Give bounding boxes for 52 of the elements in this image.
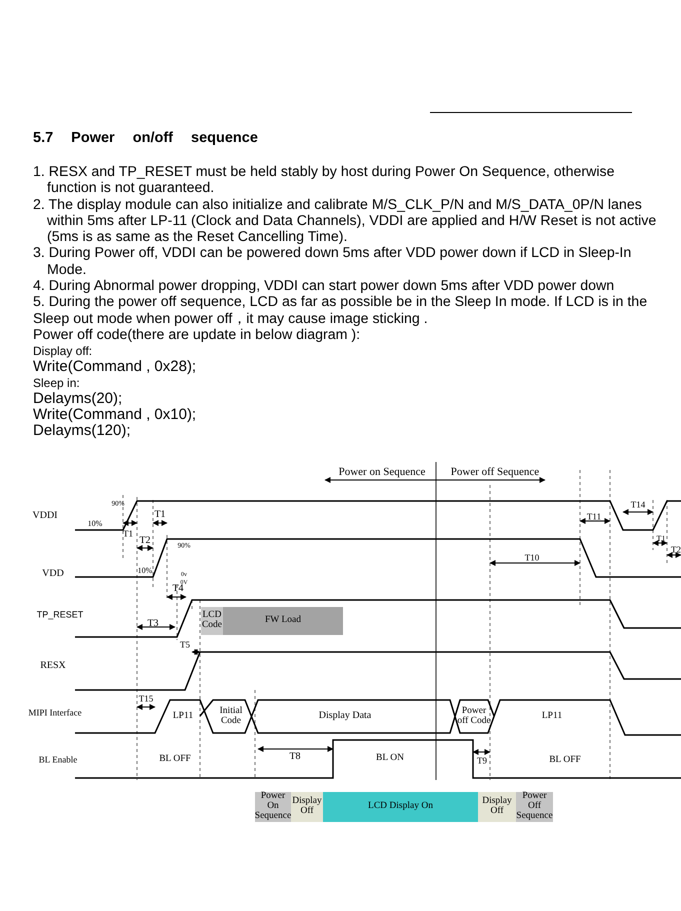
signal-name: MIPI Interface bbox=[28, 708, 82, 718]
state-label: BL ON bbox=[376, 754, 404, 764]
timing-label: T10 bbox=[524, 553, 540, 563]
code-line: Write(Command , 0x10); bbox=[33, 407, 198, 424]
timing-label: T11 bbox=[586, 512, 602, 522]
timing-label: T15 bbox=[138, 694, 154, 704]
level-label: 10% bbox=[88, 520, 102, 528]
signal-name: RESX bbox=[40, 660, 66, 672]
code-line: Delayms(20); bbox=[33, 391, 124, 408]
timing-label: T14 bbox=[630, 500, 646, 510]
timing-label: T5 bbox=[180, 640, 190, 650]
phase-segment: Power Off Sequence bbox=[516, 792, 553, 822]
phase-label: Power off Sequence bbox=[450, 467, 540, 479]
signal-name: BL Enable bbox=[38, 755, 78, 765]
phase-segment: Power On Sequence bbox=[255, 792, 291, 822]
code-line: Delayms(120); bbox=[33, 423, 131, 440]
state-label: BL OFF bbox=[549, 756, 581, 766]
fw-load-block: FW Load bbox=[223, 607, 343, 635]
code-line: Write(Command , 0x28); bbox=[33, 359, 198, 376]
timing-label: T1 bbox=[656, 534, 666, 544]
numbered-note: 4. During Abnormal power dropping, VDDI can start power down 5ms after VDD power down bbox=[33, 278, 616, 294]
note-text: Power off code(there are update in below diagram ): bbox=[33, 326, 362, 344]
state-label: BL OFF bbox=[159, 755, 191, 765]
phase-label: Power on Sequence bbox=[338, 467, 426, 479]
signal-name: VDDI bbox=[32, 510, 58, 522]
timing-label: T9 bbox=[477, 756, 487, 766]
note-text: 5. During the power off sequence, LCD as far as possible be in the Sleep In mode. If LCD is in the Sleep out mode when power off，it may cause image sticking . bbox=[33, 294, 648, 327]
code-comment: Sleep in: bbox=[33, 375, 81, 392]
signal-name: TP_RESET bbox=[36, 610, 84, 620]
phase-segment: Display Off bbox=[291, 792, 323, 822]
timing-label: T4 bbox=[172, 584, 184, 594]
numbered-note: 1. RESX and TP_RESET must be held stably by host during Power On Sequence, otherwise function is not guaranteed. bbox=[33, 164, 616, 197]
section-heading: 5.7 Power on/off sequence bbox=[33, 130, 258, 146]
timing-label: T2 bbox=[139, 536, 151, 546]
waveform-label: Power off Code bbox=[457, 707, 491, 727]
numbered-note: 2. The display module can also initialize and calibrate M/S_CLK_P/N and M/S_DATA_0P/N lanes within 5ms after LP-11 (Clock and Data Channels), VDDI are applied and H/W Reset is not active (5ms is as same as the Reset Cancelling Time). bbox=[33, 196, 658, 246]
waveform-label: Display Data bbox=[318, 710, 372, 722]
lcd-code-block: LCD Code bbox=[201, 607, 223, 635]
phase-segment: LCD Display On bbox=[323, 792, 478, 822]
code-comment: Display off: bbox=[33, 343, 94, 360]
level-label: 10% bbox=[138, 566, 152, 576]
signal-name: VDD bbox=[42, 568, 64, 580]
timing-label: T1 bbox=[123, 529, 133, 539]
timing-label: T1 bbox=[154, 510, 166, 520]
phase-segment: Display Off bbox=[478, 792, 516, 822]
numbered-note: 3. During Power off, VDDI can be powered down 5ms after VDD power down if LCD in Sleep-In Mode. bbox=[33, 245, 632, 278]
timing-label: T3 bbox=[147, 618, 159, 630]
waveform-label: Initial Code bbox=[218, 707, 244, 727]
timing-label: T8 bbox=[289, 752, 301, 762]
timing-label: T2 bbox=[671, 545, 681, 555]
waveform-label: LP11 bbox=[172, 712, 194, 722]
waveform-label: LP11 bbox=[542, 712, 562, 722]
